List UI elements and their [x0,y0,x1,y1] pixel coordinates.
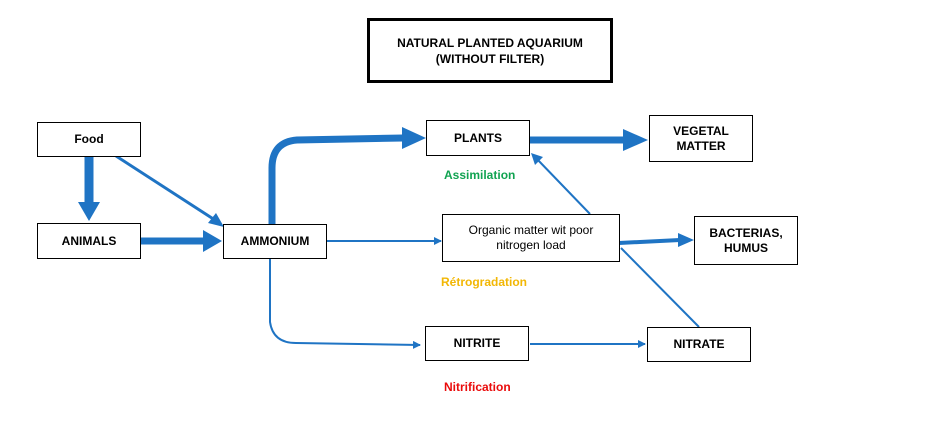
arrowhead-ammonium-to-plants [402,127,426,149]
arrow-organic-matter-to-bacterias [618,238,681,245]
node-food: Food [37,122,141,157]
arrow-ammonium-to-plants [268,134,404,225]
node-vegetal-matter: VEGETAL MATTER [649,115,753,162]
arrow-food-to-ammonium [115,154,219,224]
arrow-organic-matter-to-plants [535,157,591,215]
arrowhead-plants-to-vegetal-matter [623,129,648,151]
link-nitrate-to-organic-matter [620,247,700,328]
label-nitrification: Nitrification [444,380,511,394]
node-plants: PLANTS [426,120,530,156]
node-bacterias-humus: BACTERIAS, HUMUS [694,216,798,265]
arrowhead-organic-matter-to-plants [531,153,543,165]
node-organic-matter: Organic matter wit poor nitrogen load [442,214,620,262]
diagram-title: NATURAL PLANTED AQUARIUM (WITHOUT FILTER… [367,18,613,83]
arrowhead-food-to-animals [78,202,100,221]
node-ammonium: AMMONIUM [223,224,327,259]
arrowhead-food-to-ammonium [208,213,224,227]
label-assimilation: Assimilation [444,168,516,182]
arrowhead-organic-matter-to-bacterias [678,233,694,247]
arrowhead-animals-to-ammonium [203,230,222,252]
node-animals: ANIMALS [37,223,141,259]
node-nitrite: NITRITE [425,326,529,361]
node-nitrate: NITRATE [647,327,751,362]
arrow-ammonium-to-nitrite [269,258,421,349]
label-retrogradation: Rétrogradation [441,275,528,289]
